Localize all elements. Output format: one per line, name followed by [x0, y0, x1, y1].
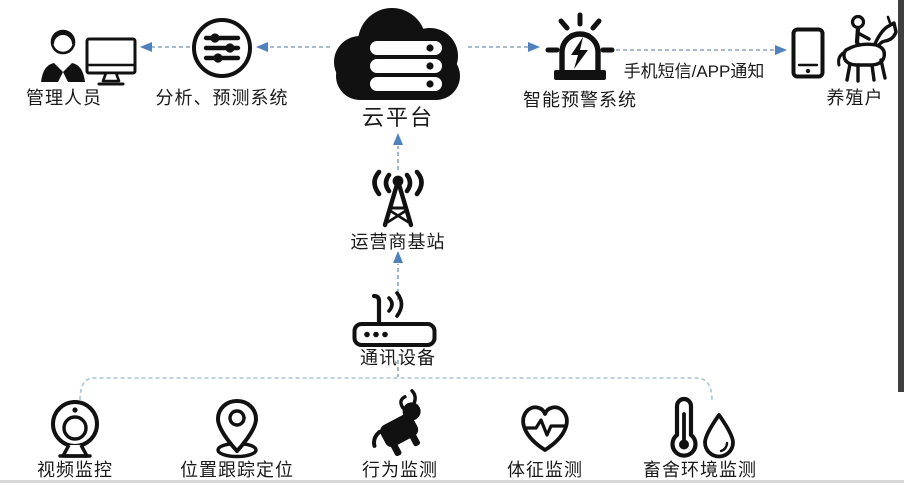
monitor-icon: [84, 36, 138, 88]
droplet-icon: [702, 412, 736, 459]
person-icon: [34, 22, 92, 86]
video-label: 视频监控: [37, 460, 113, 480]
notify-edge-label: 手机短信/APP通知: [623, 62, 765, 81]
horse-rider-icon: [824, 14, 900, 84]
comm-device-label: 通讯设备: [360, 348, 436, 368]
vitals-label: 体征监测: [507, 460, 583, 480]
antenna-tower-icon: [362, 166, 434, 228]
farmer-label: 养殖户: [826, 88, 884, 108]
analysis-label: 分析、预测系统: [155, 88, 289, 108]
phone-icon: [791, 27, 825, 79]
thermometer-icon: [666, 396, 702, 458]
bull-icon: [367, 389, 433, 458]
sliders-circle-icon: [190, 16, 254, 80]
base-station-label: 运营商基站: [350, 232, 446, 252]
cloud-label: 云平台: [361, 105, 435, 130]
bottom-edge-strip: [0, 480, 904, 483]
location-label: 位置跟踪定位: [180, 460, 294, 480]
behavior-label: 行为监测: [362, 460, 438, 480]
environment-label: 畜舍环境监测: [643, 460, 757, 480]
cloud-servers-icon: [330, 4, 466, 102]
heart-ecg-icon: [515, 400, 575, 456]
webcam-icon: [46, 398, 104, 460]
router-icon: [352, 288, 440, 348]
manager-label: 管理人员: [26, 88, 102, 108]
warning-label: 智能预警系统: [523, 90, 637, 110]
siren-alert-icon: [542, 12, 618, 88]
map-pin-icon: [209, 398, 265, 460]
right-edge-strip: [898, 0, 904, 392]
